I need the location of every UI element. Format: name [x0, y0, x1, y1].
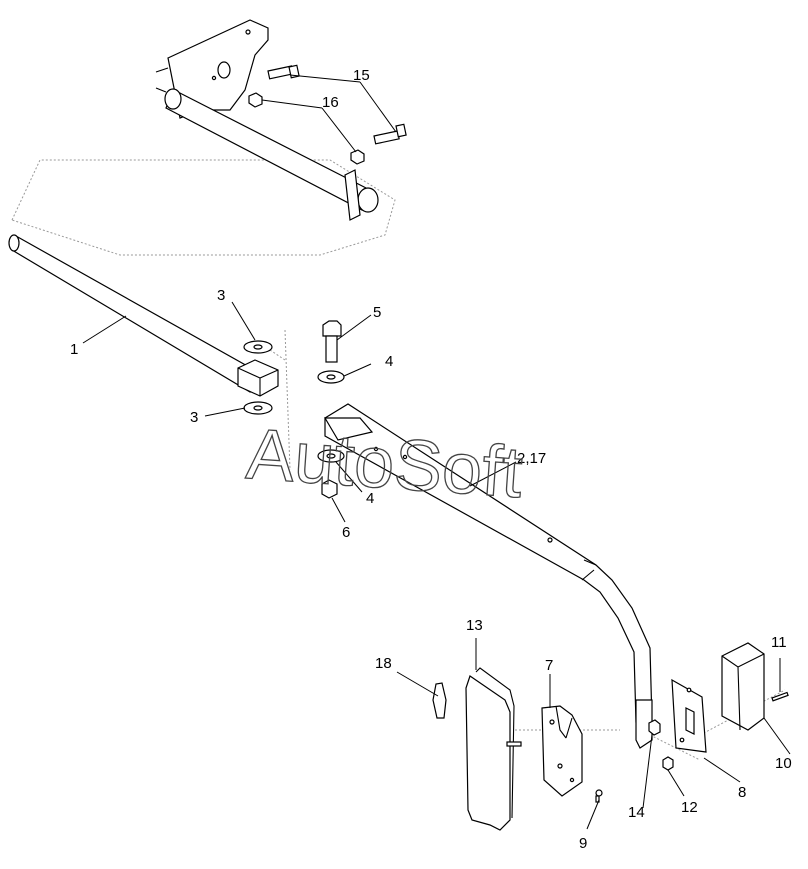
callout-6: 6: [342, 524, 350, 541]
housing-10: [721, 642, 765, 731]
callout-10: 10: [775, 755, 792, 772]
callout-12: 12: [681, 799, 698, 816]
callout-7: 7: [545, 657, 553, 674]
callout-13: 13: [466, 617, 483, 634]
mounting-bracket: [155, 19, 379, 221]
screw-9: [595, 789, 603, 803]
callout-5: 5: [373, 304, 381, 321]
leader-lines: [82, 74, 791, 830]
plate-8: [671, 678, 707, 753]
callout-4-upper: 4: [385, 353, 393, 370]
watermark-text: AutoSoft: [244, 414, 525, 513]
square-block: [237, 359, 279, 397]
washer-4-upper-hole: [326, 374, 336, 380]
bolt-5: [322, 320, 342, 363]
washer-3-upper-hole: [253, 344, 263, 350]
washer-4-lower-hole: [326, 453, 336, 459]
nut-16-upper: [248, 92, 263, 108]
bolt-15-upper: [267, 64, 300, 80]
nut-6: [321, 479, 338, 499]
nut-16-lower: [350, 149, 365, 165]
washer-3-lower-hole: [253, 405, 263, 411]
callout-3-upper: 3: [217, 287, 225, 304]
mirror-head-13: [465, 667, 522, 831]
bracket-7: [541, 705, 583, 797]
callout-15: 15: [353, 67, 370, 84]
screw-11: [771, 691, 789, 702]
nut-14: [648, 719, 661, 736]
rod-part-1: [8, 234, 259, 393]
nut-12: [662, 756, 674, 771]
arm-part-2-17: [323, 403, 653, 749]
callout-1: 1: [70, 341, 78, 358]
bolt-15-lower: [373, 123, 407, 145]
callout-4-lower: 4: [366, 490, 374, 507]
callout-14: 14: [628, 804, 645, 821]
callout-16: 16: [322, 94, 339, 111]
callout-9: 9: [579, 835, 587, 852]
callout-11: 11: [771, 634, 787, 651]
callout-8: 8: [738, 784, 746, 801]
reflector-18: [432, 682, 447, 719]
callout-18: 18: [375, 655, 392, 672]
callout-3-lower: 3: [190, 409, 198, 426]
callout-2-17: 2,17: [517, 450, 546, 467]
